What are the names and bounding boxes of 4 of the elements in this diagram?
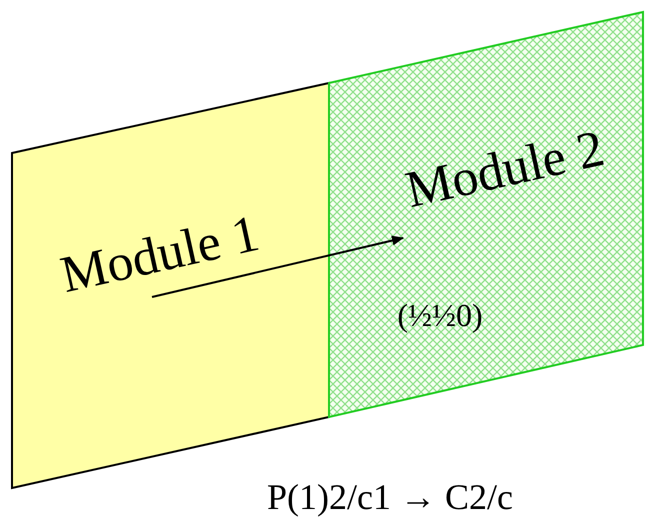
module-title: Module 1 [56, 208, 264, 302]
module-title: Module 2 [401, 122, 609, 218]
caption: P(1)2/c1 → C2/c [267, 479, 513, 515]
vector-label: (½½0) [397, 299, 483, 331]
